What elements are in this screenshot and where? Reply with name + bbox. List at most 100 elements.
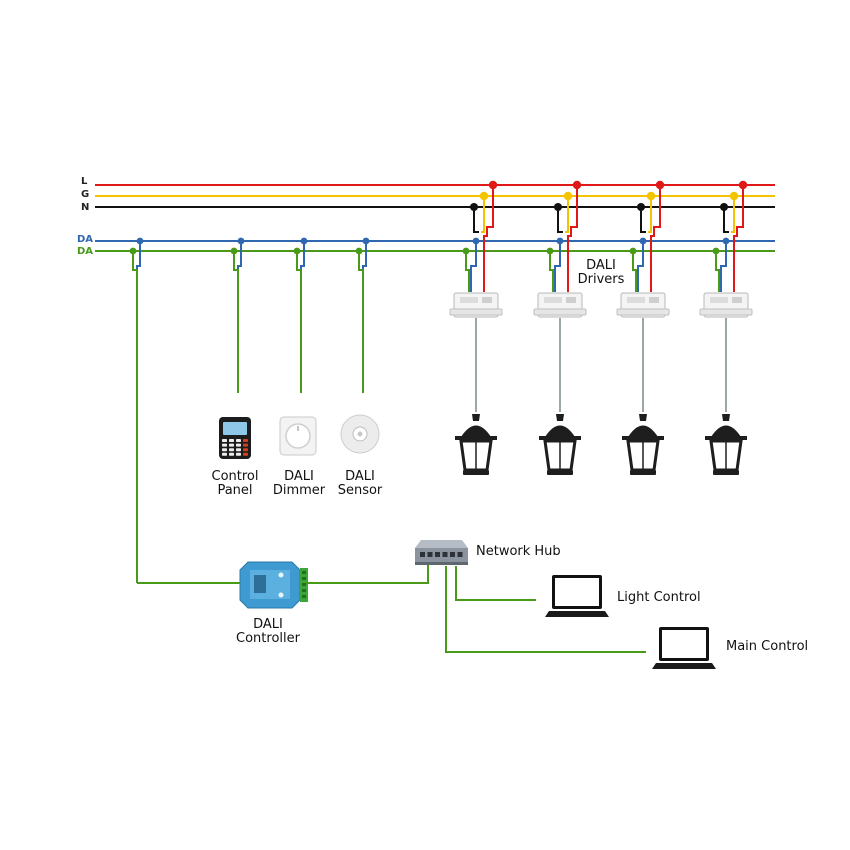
tap-dimmer	[293, 237, 308, 393]
lamp-base	[463, 470, 489, 475]
controller-label	[254, 575, 266, 593]
tap-control-panel-wire-blue	[237, 241, 242, 272]
dali-drivers-label: DALI Drivers	[574, 259, 628, 287]
lamp-brim	[455, 436, 497, 440]
driver-flange	[449, 308, 503, 316]
driver-label	[627, 297, 645, 303]
line-wire	[567, 185, 578, 292]
ground-wire	[731, 196, 735, 233]
panel-key	[229, 439, 234, 442]
tap-control-panel-wire-green	[233, 251, 239, 393]
driver-feed-1	[462, 180, 498, 292]
lamp-brim	[622, 436, 664, 440]
line-wire	[483, 185, 494, 292]
neutral-wire	[557, 207, 563, 233]
lamp-base	[630, 470, 656, 475]
dali-sensor-label: DALI Sensor	[332, 470, 388, 498]
control-panel-label-line2: Panel	[217, 483, 253, 498]
driver-flange	[616, 308, 670, 316]
dali-green-wire	[715, 251, 720, 292]
panel-key	[243, 439, 248, 442]
panel-key	[243, 452, 248, 456]
driver-terminal	[566, 297, 576, 303]
controller-screw	[302, 583, 306, 586]
driver-terminal	[649, 297, 659, 303]
panel-key	[222, 448, 227, 452]
rotary-dimmer-icon	[279, 416, 317, 456]
panel-key	[229, 452, 234, 456]
controller-screw	[302, 577, 306, 580]
din-rail-controller-icon	[239, 561, 308, 609]
ground-wire	[481, 196, 485, 233]
laptop-base	[545, 611, 609, 617]
lamp-brim	[539, 436, 581, 440]
rail-label-da-green: DA	[77, 246, 94, 257]
dali-sensor-label-line2: Sensor	[337, 483, 383, 498]
tap-sensor-wire-blue	[362, 241, 367, 272]
led-driver-icon	[533, 292, 587, 318]
driver-label	[710, 297, 728, 303]
hub-top	[415, 540, 468, 548]
light-control-label: Light Control	[617, 590, 701, 605]
sensor-eye	[357, 431, 363, 437]
tap-controller-wire-blue	[136, 241, 141, 272]
lamp-cap	[722, 414, 730, 421]
dali-dimmer-label: DALI Dimmer	[270, 470, 328, 498]
hub-port	[457, 552, 463, 557]
dali-dimmer-label-line1: DALI	[284, 469, 314, 484]
lamp-roof	[461, 425, 491, 437]
panel-key	[229, 443, 234, 447]
ground-wire	[648, 196, 652, 233]
panel-key	[222, 443, 227, 447]
controller-screw	[302, 589, 306, 592]
driver-feed-4	[712, 180, 748, 292]
led-driver-icon	[699, 292, 753, 318]
tap-dimmer-wire-blue	[300, 241, 305, 272]
lamp-roof	[711, 425, 741, 437]
dali-sensor-label-line1: DALI	[345, 469, 375, 484]
network-hub-label: Network Hub	[476, 544, 561, 559]
dali-drivers-label-line1: DALI	[586, 258, 616, 273]
dali-green-wire	[465, 251, 470, 292]
tap-control-panel	[230, 237, 245, 393]
dali-blue-wire	[554, 241, 561, 292]
wire-controller-hub	[306, 565, 429, 584]
tap-sensor	[355, 237, 370, 393]
dali-green-wire	[549, 251, 554, 292]
panel-key	[236, 448, 241, 452]
rail-label-l: L	[81, 176, 88, 187]
driver-terminal	[732, 297, 742, 303]
lamp-base	[547, 470, 573, 475]
lamp-cap	[472, 414, 480, 421]
rail-label-da-blue: DA	[77, 234, 94, 245]
driver-terminal	[482, 297, 492, 303]
dali-dimmer-label-line2: Dimmer	[272, 483, 326, 498]
lantern-lamp-icon	[705, 414, 747, 475]
dali-controller-label: DALI Controller	[228, 618, 308, 646]
panel-key	[243, 443, 248, 447]
controller-led-2	[278, 592, 284, 598]
hub-port	[427, 552, 433, 557]
led-driver-icon	[616, 292, 670, 318]
line-wire	[733, 185, 744, 292]
laptop-base	[652, 663, 716, 669]
driver-flange	[699, 308, 753, 316]
rail-label-g: G	[81, 189, 90, 200]
driver-feed-2	[546, 180, 582, 292]
tap-sensor-wire-green	[358, 251, 364, 393]
control-panel-label-line1: Control	[211, 469, 259, 484]
dali-blue-wire	[470, 241, 477, 292]
dali-blue-wire	[637, 241, 644, 292]
devices	[219, 292, 753, 669]
laptop-screen	[662, 630, 706, 658]
ground-wire	[565, 196, 569, 233]
dali-controller-label-line2: Controller	[236, 631, 300, 646]
panel-key	[222, 439, 227, 442]
panel-key	[229, 448, 234, 452]
network-wiring	[137, 565, 646, 653]
lamp-cap	[556, 414, 564, 421]
driver-label	[460, 297, 478, 303]
rail-label-n: N	[81, 202, 90, 213]
dali-green-wire	[632, 251, 637, 292]
controller-screw	[302, 595, 306, 598]
